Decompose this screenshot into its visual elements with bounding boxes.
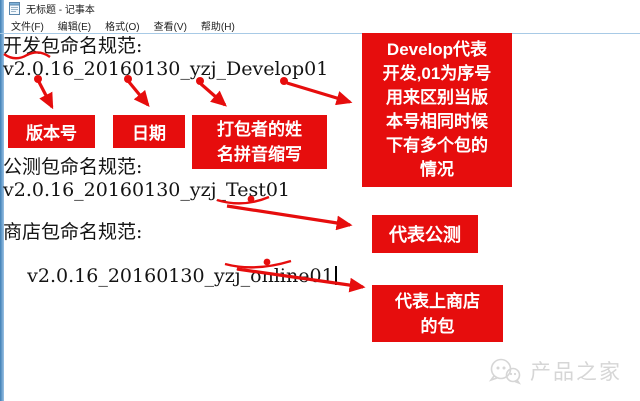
menu-bar: 文件(F) 编辑(E) 格式(O) 查看(V) 帮助(H) [4,17,640,33]
annotation-develop-box: Develop代表 开发,01为序号 用来区别当版 本号相同时候 下有多个包的 … [362,33,512,187]
window-border-left [0,0,4,401]
annotation-version-box: 版本号 [8,115,95,148]
notepad-icon[interactable] [8,2,21,15]
annotation-packer-box: 打包者的姓 名拼音缩写 [192,115,327,169]
menu-divider-line [0,33,640,34]
doc-line-dev-title: 开发包命名规范: [3,35,143,57]
doc-line-beta-value: v2.0.16_20160130_yzj_Test01 [3,179,291,201]
store-value-text: v2.0.16_20160130_yzj_online01 [27,265,334,287]
window-title: 无标题 - 记事本 [26,5,95,16]
text-edit-area[interactable] [4,34,640,401]
wechat-icon [488,357,522,385]
doc-line-beta-title: 公测包命名规范: [3,156,143,178]
menu-view[interactable]: 查看(V) [153,21,187,33]
annotation-beta-box: 代表公测 [372,215,478,253]
annotation-date-box: 日期 [113,115,185,148]
menu-file[interactable]: 文件(F) [11,21,44,33]
doc-line-store-value: v2.0.16_20160130_yzj_online01 [3,243,337,309]
title-bar: 无标题 - 记事本 [4,0,640,17]
annotation-store-box: 代表上商店 的包 [372,285,503,342]
doc-line-dev-value: v2.0.16_20160130_yzj_Develop01 [3,58,329,80]
watermark: 产品之家 [488,356,622,386]
menu-edit[interactable]: 编辑(E) [57,21,92,33]
watermark-text: 产品之家 [530,361,622,384]
doc-line-store-title: 商店包命名规范: [3,221,143,243]
menu-format[interactable]: 格式(O) [105,21,140,33]
menu-help[interactable]: 帮助(H) [200,21,235,33]
text-caret [334,266,337,285]
